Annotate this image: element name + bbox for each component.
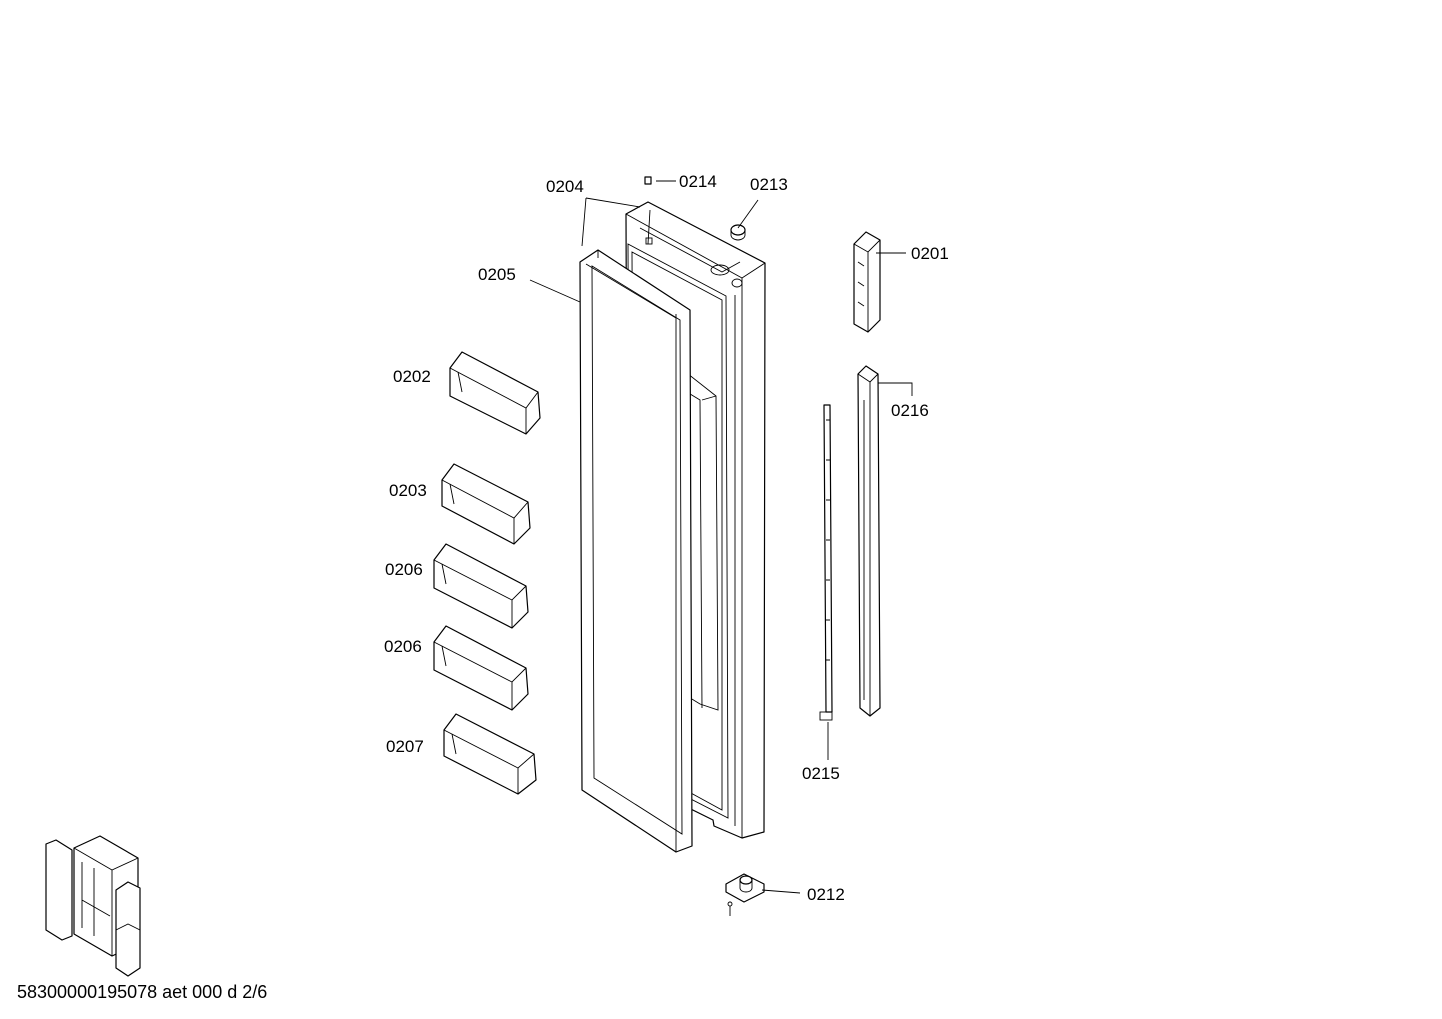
strip-0215 xyxy=(819,404,833,721)
label-0213: 0213 xyxy=(750,175,788,194)
door-bin-0206-upper xyxy=(433,543,529,629)
hinge-0212 xyxy=(725,873,765,916)
label-0203: 0203 xyxy=(389,481,427,500)
label-0202: 0202 xyxy=(393,367,431,386)
cover-0201 xyxy=(853,231,881,333)
door-bin-0203 xyxy=(441,463,531,545)
rail-0216 xyxy=(857,365,881,717)
door-bin-0207 xyxy=(443,713,537,795)
door-bin-0202 xyxy=(449,351,541,435)
label-0206-lower: 0206 xyxy=(384,637,422,656)
clip-0214 xyxy=(644,176,652,185)
bushing-0213 xyxy=(730,224,746,241)
label-0201: 0201 xyxy=(911,244,949,263)
label-0215: 0215 xyxy=(802,764,840,783)
label-0206-upper: 0206 xyxy=(385,560,423,579)
label-0216: 0216 xyxy=(891,401,929,420)
leader-lines xyxy=(529,180,913,894)
label-0204: 0204 xyxy=(546,177,584,196)
diagram-reference: 58300000195078 aet 000 d 2/6 xyxy=(17,982,267,1002)
label-0212: 0212 xyxy=(807,885,845,904)
door-gasket xyxy=(579,249,693,853)
label-0214: 0214 xyxy=(679,172,717,191)
door-bin-0206-lower xyxy=(433,625,529,711)
label-0205: 0205 xyxy=(478,265,516,284)
label-0207: 0207 xyxy=(386,737,424,756)
overview-thumbnail xyxy=(45,835,141,977)
